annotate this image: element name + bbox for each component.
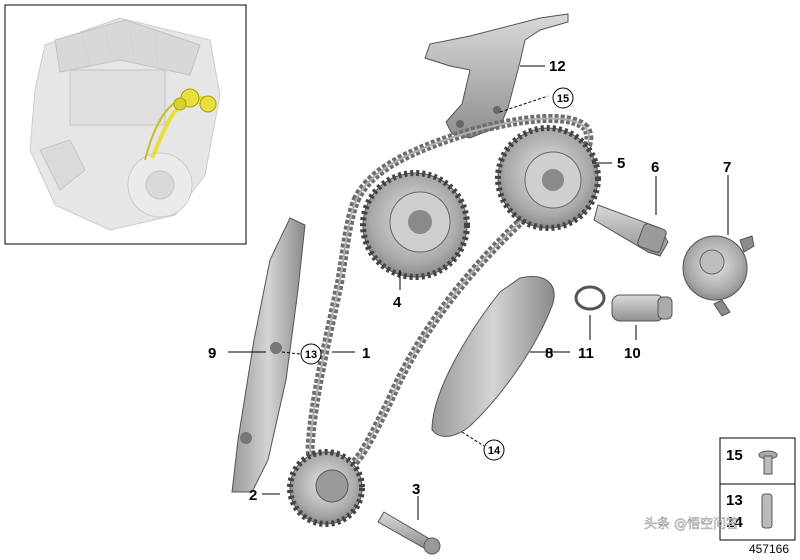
part-12-chain-guide-bracket [424,13,569,139]
callout-3: 3 [412,481,420,498]
callout-12: 12 [549,58,566,75]
legend-label-13: 13 [726,492,743,509]
watermark-text: 头条 @悟空问答 [644,516,739,532]
circled-ref-14: 14 [483,439,505,461]
fastener-legend: 15 13 14 [719,437,796,541]
circled-ref-15: 15 [552,87,574,109]
part-11-seal-ring [574,285,606,311]
part-9-guide-rail [231,217,306,493]
callout-8: 8 [545,345,553,362]
part-10-chain-tensioner [611,294,673,322]
callout-4: 4 [393,294,402,311]
legend-label-14: 14 [726,514,743,531]
callout-2: 2 [249,487,257,504]
part-7-pump-cover [682,235,755,317]
callout-6: 6 [651,159,659,176]
engine-block-illustration [29,17,221,231]
highlighted-timing-chain [144,88,217,161]
part-4-camshaft-sprocket [360,170,470,280]
part-1-timing-chain [305,113,594,478]
engine-overview-inset [4,4,247,245]
pin-icon [761,493,773,529]
watermark: 头条 @悟空问答 [644,516,740,532]
diagram-number: 457166 [749,542,789,556]
circled-ref-14-label: 14 [488,445,501,457]
part-6-central-bolt [593,204,669,257]
callout-5: 5 [617,155,625,172]
circled-ref-13-label: 13 [305,349,317,361]
part-8-tensioner-rail [431,276,555,437]
legend-label-15: 15 [726,447,743,464]
leader-lines [228,65,729,520]
screw-icon [758,450,778,475]
circled-ref-13: 13 [300,343,322,365]
part-3-bolt [377,511,441,555]
callout-9: 9 [208,345,216,362]
part-2-crankshaft-sprocket [287,449,365,527]
part-5-camshaft-sprocket [495,125,601,231]
callout-1: 1 [362,345,370,362]
callout-7: 7 [723,159,731,176]
callout-11: 11 [578,345,594,362]
callout-10: 10 [624,345,641,362]
circled-ref-15-label: 15 [557,93,569,105]
